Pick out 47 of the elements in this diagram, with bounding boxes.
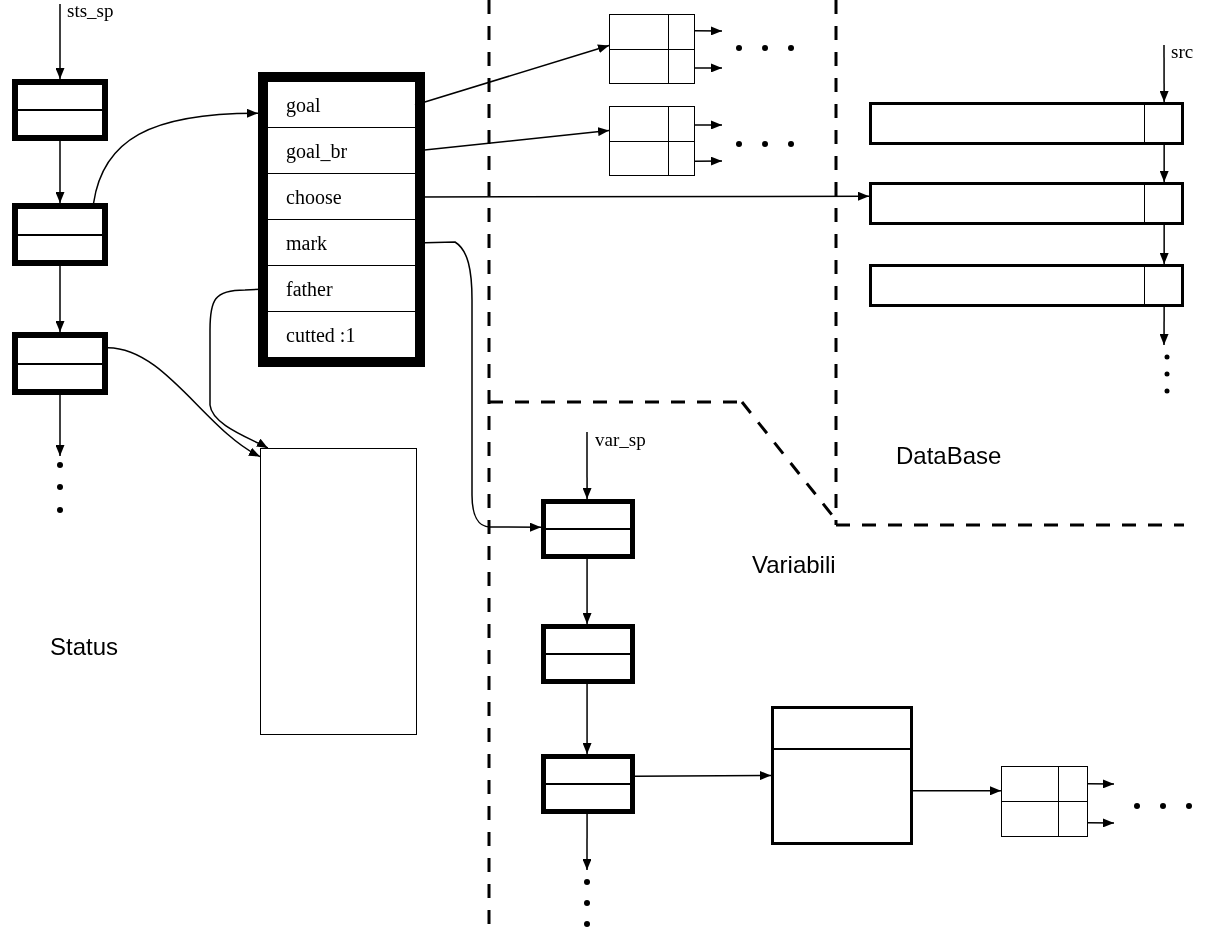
arrow: [582, 683, 592, 755]
pointer-cell: [1001, 766, 1088, 837]
pointer-cell: [609, 14, 695, 84]
pointer-cell: [609, 106, 695, 176]
arrow: [694, 26, 723, 36]
region-label: Variabili: [752, 553, 836, 577]
field-name: mark: [286, 232, 328, 253]
frame-box: [260, 448, 417, 735]
region-label: Status: [50, 635, 119, 659]
region-label: DataBase: [896, 444, 1002, 468]
variable-cell: [541, 499, 635, 559]
arrow: [55, 265, 65, 333]
variable-box: [771, 706, 913, 845]
arrow: [582, 431, 592, 500]
arrow: [55, 394, 65, 457]
arrow: [1159, 306, 1169, 346]
stack-cell: [12, 203, 108, 266]
arrow: [55, 3, 65, 80]
arrow: [1087, 779, 1115, 789]
field-name: father: [286, 278, 333, 299]
arrow: [582, 558, 592, 625]
arrow: [107, 347, 261, 458]
stack-cell: [12, 332, 108, 395]
stack-cell: [12, 79, 108, 141]
arrow: [912, 786, 1002, 796]
arrow: [1087, 818, 1115, 828]
arrow: [1159, 224, 1169, 265]
field-name: cutted :1: [286, 324, 356, 345]
arrow: [209, 288, 269, 449]
arrow: [1159, 144, 1169, 183]
field-name: choose: [286, 186, 342, 207]
variable-cell: [541, 754, 635, 814]
arrow: [92, 109, 259, 204]
arrow: [582, 813, 592, 871]
arrow: [634, 771, 772, 781]
field-name: goal_br: [286, 140, 348, 161]
variable-cell: [541, 624, 635, 684]
field-name: goal: [286, 94, 321, 115]
record-box: [258, 72, 425, 367]
arrow: [694, 63, 723, 73]
database-row: [869, 182, 1184, 225]
database-row: [869, 264, 1184, 307]
database-row: [869, 102, 1184, 145]
arrow: [1159, 44, 1169, 103]
arrow: [694, 156, 723, 166]
arrow: [55, 140, 65, 204]
arrow: [694, 120, 723, 130]
